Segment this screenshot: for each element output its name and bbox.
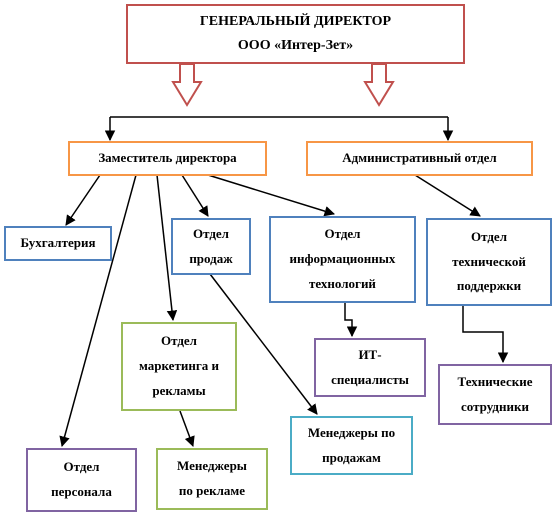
node-advertising-managers: Менеджеры по рекламе [156, 448, 268, 510]
node-sales-department-label: Отдел продаж [189, 225, 233, 266]
edge-sales-sales-managers [209, 273, 318, 415]
node-it-specialists-label: ИТ- специалисты [331, 346, 409, 387]
node-admin-department: Административный отдел [306, 141, 533, 176]
node-sales-managers-label: Менеджеры по продажам [307, 424, 396, 465]
node-advertising-managers-label: Менеджеры по рекламе [177, 458, 247, 498]
node-it-specialists: ИТ- специалисты [314, 338, 426, 397]
node-it-department-label: Отдел информационных технологий [289, 226, 396, 291]
node-deputy-director: Заместитель директора [68, 141, 267, 176]
node-sales-department: Отдел продаж [171, 218, 251, 275]
node-personnel-department-label: Отдел персонала [51, 459, 112, 499]
node-tech-support-department-label: Отдел технической поддержки [452, 228, 526, 294]
hollow-arrow-to-bracket-left [171, 63, 203, 107]
node-it-department: Отдел информационных технологий [269, 216, 416, 303]
edge-admin-tech-support [414, 174, 481, 217]
edge-marketing-advertising-managers [179, 410, 195, 447]
edge-tech-support-technical-staff [462, 306, 509, 364]
node-marketing-department: Отдел маркетинга и рекламы [121, 322, 237, 411]
node-general-director: ГЕНЕРАЛЬНЫЙ ДИРЕКТОР ООО «Интер-Зет» [126, 4, 465, 64]
hollow-arrow-to-bracket-right [363, 63, 395, 107]
node-personnel-department: Отдел персонала [26, 448, 137, 512]
node-accounting-label: Бухгалтерия [20, 235, 96, 251]
node-marketing-department-label: Отдел маркетинга и рекламы [139, 333, 219, 398]
edge-it-it-specialists [344, 303, 358, 338]
edge-deputy-accounting [65, 174, 101, 226]
node-deputy-director-label: Заместитель директора [98, 150, 237, 166]
node-general-director-label: ГЕНЕРАЛЬНЫЙ ДИРЕКТОР ООО «Интер-Зет» [199, 13, 392, 54]
edge-deputy-it [207, 174, 336, 217]
node-admin-department-label: Административный отдел [342, 150, 497, 166]
edge-deputy-marketing [156, 174, 178, 322]
node-sales-managers: Менеджеры по продажам [290, 416, 413, 475]
edge-deputy-sales [181, 174, 209, 217]
node-technical-staff-label: Технические сотрудники [457, 373, 533, 414]
edge-deputy-personnel [59, 174, 137, 448]
node-technical-staff: Технические сотрудники [438, 364, 552, 425]
node-tech-support-department: Отдел технической поддержки [426, 218, 552, 306]
node-accounting: Бухгалтерия [4, 226, 112, 261]
